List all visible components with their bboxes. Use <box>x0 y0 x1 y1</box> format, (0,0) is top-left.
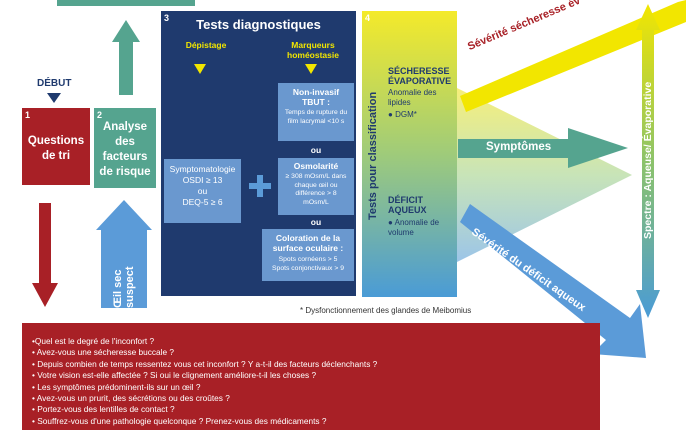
screening-label: Dépistage <box>185 40 227 50</box>
question-item: • Souffrez-vous d'une pathologie quelcon… <box>32 415 327 426</box>
questions-box: •Quel est le degré de l'inconfort ? • Av… <box>22 323 600 430</box>
start-arrow <box>47 93 61 103</box>
step4-box: 4 Tests pour classification SÉCHERESSE É… <box>362 11 457 297</box>
yellow-triangles <box>194 64 317 74</box>
step4-number: 4 <box>365 13 371 23</box>
osmolarity-box: Osmolarité ≥ 308 mOsm/L dans chaque œil … <box>278 158 354 215</box>
evaporative-title: SÉCHERESSE ÉVAPORATIVE <box>388 66 452 86</box>
spectrum-label: Spectre : Aqueuse/ Évaporative <box>642 81 654 239</box>
plus-icon <box>249 175 271 197</box>
question-item: •Quel est le degré de l'inconfort ? <box>32 336 155 346</box>
step1-number: 1 <box>25 110 31 120</box>
question-item: • Votre vision est-elle affectée ? Si ou… <box>32 370 317 381</box>
suspect-arrow-body <box>101 230 147 308</box>
markers-label: Marqueurs homéostasie <box>287 40 339 60</box>
staining-box: Coloration de la surface oculaire : Spot… <box>262 229 354 281</box>
classification-fan <box>457 88 632 262</box>
aqueous-title: DÉFICIT AQUEUX <box>388 195 427 215</box>
step3-box: 3 Tests diagnostiques Dépistage Marqueur… <box>161 11 356 296</box>
or-label-2: ou <box>310 217 322 227</box>
step3-title: Tests diagnostiques <box>196 17 321 32</box>
step3-number: 3 <box>164 13 170 23</box>
severity-evap-arrow <box>460 0 686 112</box>
question-item: • Avez-vous une sécheresse buccale ? <box>32 347 175 358</box>
step1-box: 1 Questions de tri <box>22 108 90 185</box>
symptomatology-box: Symptomatologie OSDI ≥ 13 ou DEQ-5 ≥ 6 <box>164 159 241 223</box>
spectrum-arrow <box>636 4 660 318</box>
suspect-arrow-head <box>96 200 152 230</box>
noninvasive-title: Non-invasif TBUT : <box>292 87 340 107</box>
symptoms-arrow <box>458 128 628 168</box>
step2-number: 2 <box>97 110 103 120</box>
footnote: * Dysfonctionnement des glandes de Meibo… <box>300 306 472 315</box>
staining-title: Coloration de la surface oculaire : <box>272 233 344 253</box>
classification-vertical-label: Tests pour classification <box>367 91 379 221</box>
evaporative-bullet-text: DGM* <box>395 110 417 119</box>
symptoms-label: Symptômes <box>486 141 552 153</box>
question-item: • Avez-vous un prurit, des sécrétions ou… <box>32 393 230 404</box>
down-arrow-red <box>32 203 58 307</box>
step2-label: Analyse des facteurs de risque <box>99 121 151 178</box>
aqueous-bullet: ● Anomalie de volume <box>388 218 440 237</box>
question-item: • Les symptômes prédominent-ils sur un œ… <box>32 381 201 392</box>
start-label: DÉBUT <box>37 78 72 89</box>
severity-aqueous-arrow <box>460 204 646 358</box>
noninvasive-detail: Temps de rupture du film lacrymal <10 s <box>284 109 348 125</box>
step2-box: 2 Analyse des facteurs de risque <box>94 108 156 188</box>
or-label-1: ou <box>310 145 322 155</box>
questions-list: •Quel est le degré de l'inconfort ? • Av… <box>22 323 600 427</box>
up-arrow-teal <box>112 20 140 95</box>
evaporative-detail: Anomalie des lipides <box>388 88 437 107</box>
aqueous-bullet-text: Anomalie de volume <box>388 218 440 237</box>
noninvasive-box: Non-invasif TBUT : Temps de rupture du f… <box>278 83 354 141</box>
step1-label: Questions de tri <box>27 135 85 162</box>
question-item: • Portez-vous des lentilles de contact ? <box>32 404 175 415</box>
staining-detail: Spots cornéens > 5 Spots conjonctivaux >… <box>272 256 344 272</box>
osmolarity-title: Osmolarité <box>293 161 339 171</box>
top-teal-bar <box>57 0 195 6</box>
question-item: • Depuis combien de temps ressentez vous… <box>32 358 378 369</box>
osmolarity-detail: ≥ 308 mOsm/L dans chaque œil ou différen… <box>285 173 347 206</box>
evaporative-bullet: ● DGM* <box>388 110 417 119</box>
suspect-label: Œil sec suspect <box>112 266 136 308</box>
